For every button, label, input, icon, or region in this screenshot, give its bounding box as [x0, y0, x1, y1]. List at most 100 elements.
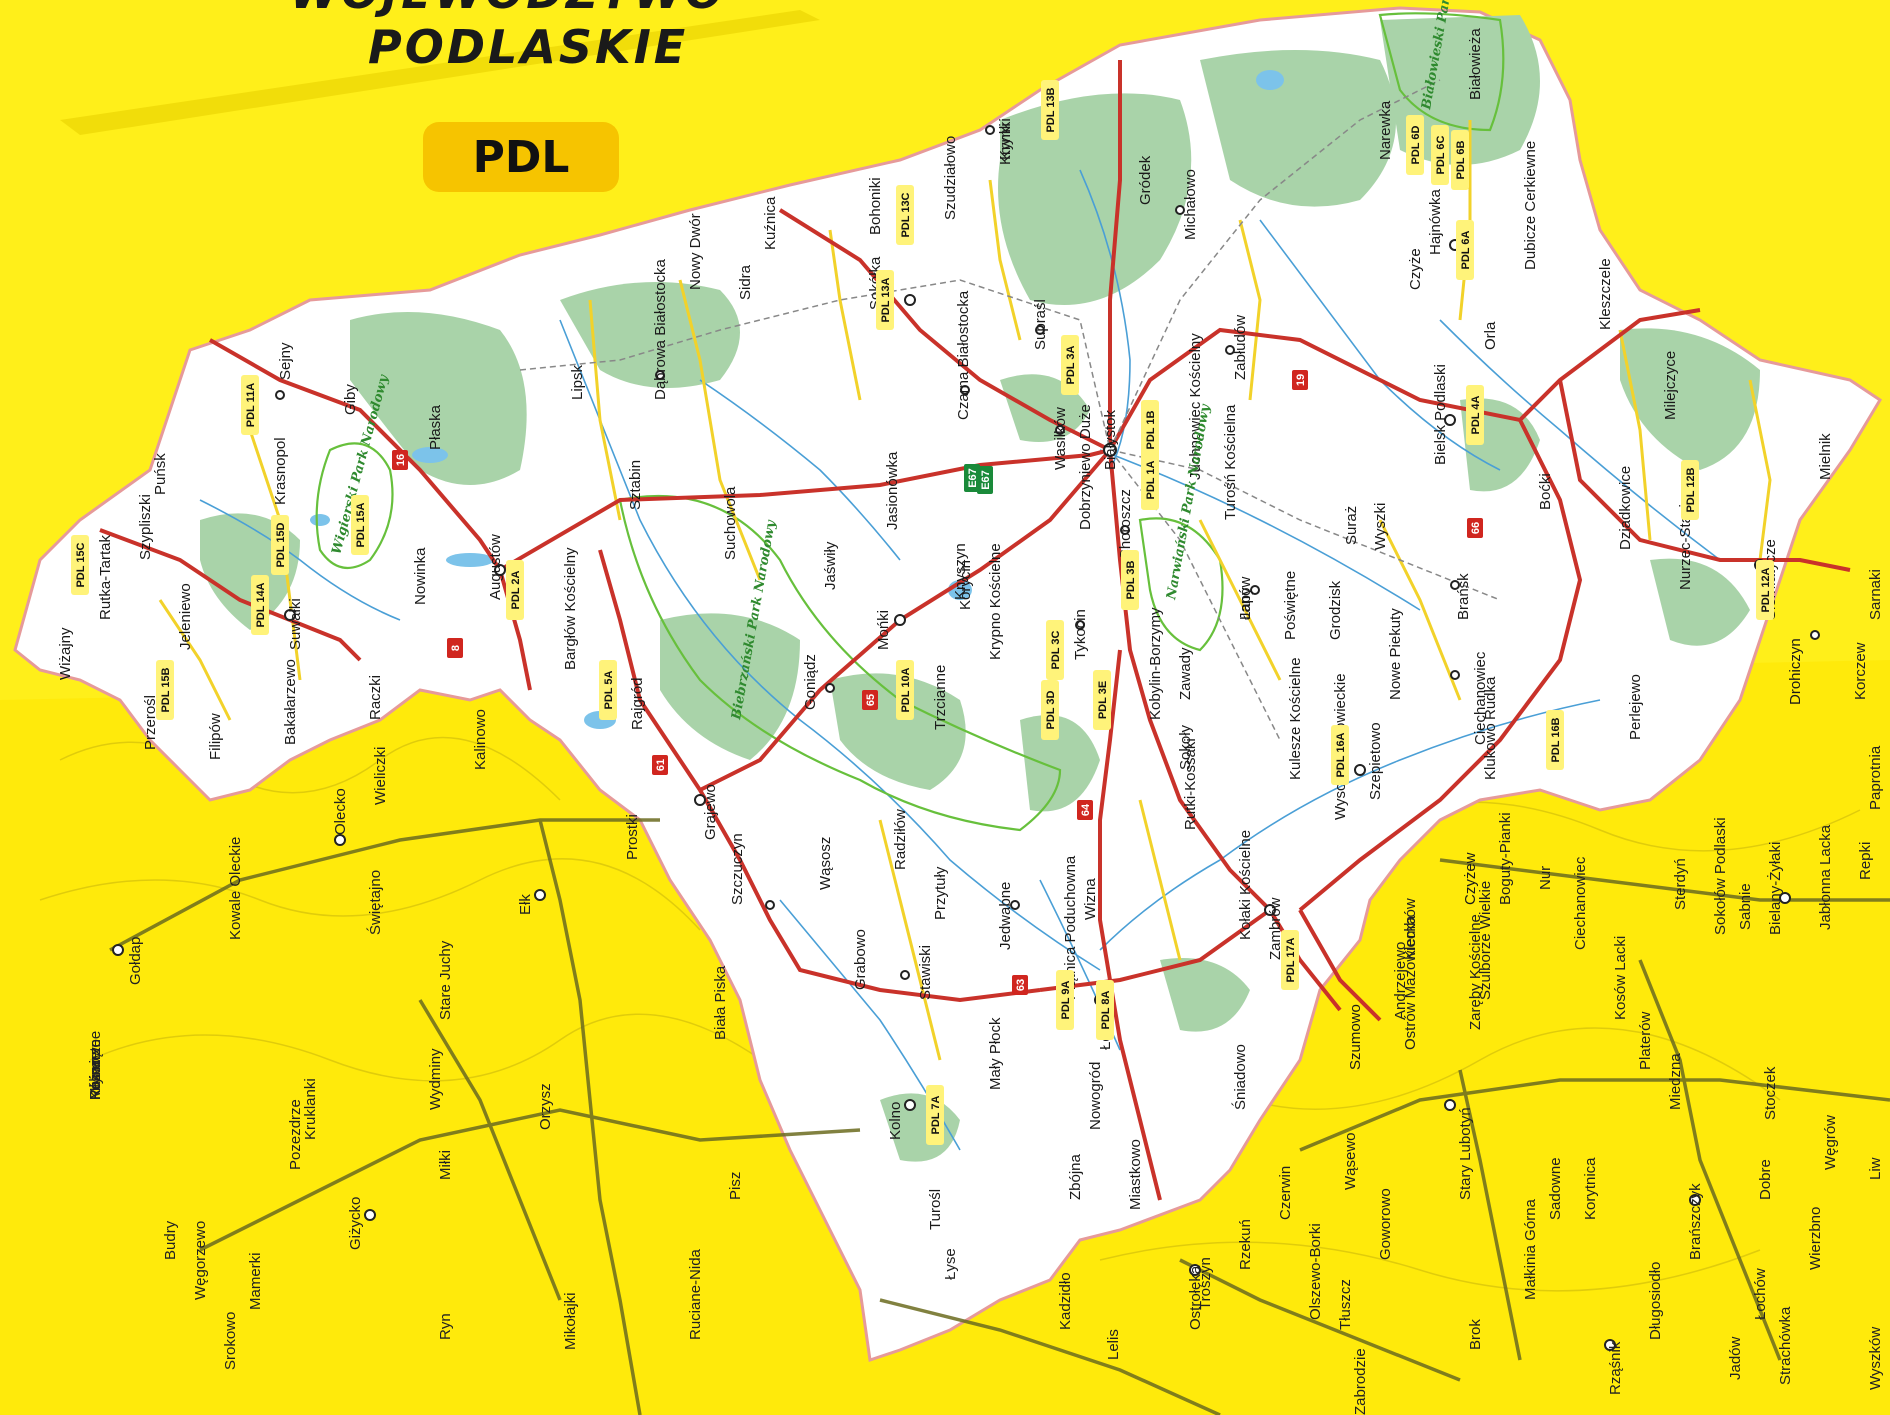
city-labels: BiałystokSuwałkiAugustówŁomżaZambrówHajn…: [57, 28, 1834, 1230]
city-label: Białowieża: [1467, 28, 1484, 100]
city-label: Klukowo: [1482, 723, 1499, 780]
section-badge-label: PDL 10A: [900, 667, 912, 712]
city-label: Szudziałowo: [942, 136, 959, 220]
section-badge-label: PDL 1A: [1145, 460, 1157, 499]
outside-place-label: Dobre: [1757, 1159, 1774, 1200]
route-shield: 16: [392, 450, 408, 470]
city-label: Nowe Piekuty: [1387, 608, 1404, 700]
city-label: Michałowo: [1182, 169, 1199, 240]
section-badge: PDL 12A: [1756, 560, 1774, 620]
city-label: Drohiczyn: [1787, 638, 1804, 705]
outside-place-label: Biała Piska: [712, 965, 729, 1040]
city-label: Kołaki Kościelne: [1237, 830, 1254, 940]
outside-place-label: Nur: [1537, 866, 1554, 890]
route-shield: 65: [862, 690, 878, 710]
heading-voivodeship: WOJEWÓDZTWO: [290, 0, 726, 19]
city-label: Szczuczyn: [729, 833, 746, 905]
route-shield-bg: [1012, 975, 1028, 995]
outside-place-label: Pisz: [727, 1172, 744, 1200]
city-label: Hajnówka: [1427, 188, 1444, 255]
route-shield-bg: [1077, 800, 1093, 820]
outside-place-label: Stoczek: [1762, 1066, 1779, 1120]
outside-place-label: Sarnaki: [1867, 569, 1884, 620]
city-label: Szepietowo: [1367, 722, 1384, 800]
section-badge-label: PDL 16B: [1550, 717, 1562, 762]
city-label: Miastkowo: [1127, 1139, 1144, 1210]
section-badge-bg: [1121, 550, 1139, 610]
outside-place-label: Ruciane-Nida: [687, 1248, 704, 1340]
city-label: Narewka: [1377, 100, 1394, 160]
city-label: Poświętne: [1282, 571, 1299, 640]
outside-place-label: Małkinia Górna: [1522, 1198, 1539, 1300]
city-label: Gródek: [1137, 155, 1154, 205]
city-label: Dobrzyniewo Duże: [1077, 404, 1094, 530]
route-shield: 8: [447, 638, 463, 658]
section-badge: PDL 10A: [896, 660, 914, 720]
city-label: Krynki: [997, 118, 1014, 160]
outside-place-label: Poświętne: [87, 1031, 104, 1100]
city-label: Kleszczele: [1597, 258, 1614, 330]
city-label: Przerośl: [142, 695, 159, 750]
city-label: Wiżajny: [57, 627, 74, 680]
city-label: Jeleniewo: [177, 583, 194, 650]
section-badge-label: PDL 6B: [1455, 140, 1467, 179]
outside-place-label: Prostki: [624, 814, 641, 860]
section-badge-bg: [156, 660, 174, 720]
section-badge: PDL 13C: [896, 185, 914, 245]
section-badge-label: PDL 9A: [1060, 980, 1072, 1019]
park-borders: [315, 12, 1505, 832]
city-label: Zabłudów: [1232, 315, 1249, 380]
route-shield: E67: [977, 466, 993, 494]
city-label: Grajewo: [702, 784, 719, 840]
city-label: Milejczyce: [1662, 351, 1679, 420]
city-label: Puńsk: [152, 453, 169, 495]
section-badge-bg: [1096, 980, 1114, 1040]
city-label: Trzcianne: [932, 665, 949, 730]
city-label: Sidra: [737, 264, 754, 300]
section-badge: PDL 6B: [1451, 130, 1469, 190]
outside-place-label: Różan: [87, 1057, 104, 1100]
section-badge: PDL 15A: [351, 495, 369, 555]
outside-place-label: Korytnica: [1582, 1157, 1599, 1220]
section-badge: PDL 15C: [71, 535, 89, 595]
city-label: Krasnopol: [272, 437, 289, 505]
section-badge-label: PDL 8A: [1100, 990, 1112, 1029]
section-badge-bg: [1331, 725, 1349, 785]
route-shield-bg: [1292, 370, 1308, 390]
section-badge-label: PDL 3E: [1097, 681, 1109, 719]
section-badge-label: PDL 6C: [1435, 135, 1447, 174]
section-badge-bg: [1756, 560, 1774, 620]
city-label: Sejny: [277, 342, 294, 380]
city-label: Supraśl: [1032, 299, 1049, 350]
section-badge: PDL 4A: [1466, 385, 1484, 445]
outside-place-label: Sabnie: [1737, 883, 1754, 930]
city-label: Kobylin-Borzymy: [1147, 607, 1164, 720]
outside-place-label: Węgrów: [1822, 1115, 1839, 1170]
section-badge-bg: [1041, 680, 1059, 740]
city-label: Turośń Kościelna: [1222, 404, 1239, 520]
forests: [200, 15, 1760, 1162]
city-label: Rajgród: [629, 677, 646, 730]
section-badge-label: PDL 12B: [1685, 467, 1697, 512]
outside-place-label: Młynarze: [87, 1039, 104, 1100]
city-label: Wizna: [1082, 878, 1099, 920]
city-label: Lipsk: [569, 364, 586, 400]
section-badge-bg: [1681, 460, 1699, 520]
city-label: Suwałki: [287, 598, 304, 650]
city-label: Kolno: [887, 1102, 904, 1140]
outside-place-label: Wydminy: [427, 1048, 444, 1110]
section-badge-label: PDL 15D: [275, 522, 287, 567]
section-badge-label: PDL 3C: [1050, 630, 1062, 669]
outside-place-label: Brańszczyk: [1687, 1183, 1704, 1260]
city-label: Knyszyn: [952, 543, 969, 600]
section-badge-bg: [1281, 930, 1299, 990]
route-shield-label: E67: [967, 468, 979, 488]
outside-place-label: Ostrołęka: [1187, 1265, 1204, 1330]
outside-place-label: Pozezdrze: [287, 1099, 304, 1170]
section-badge-label: PDL 1B: [1145, 410, 1157, 449]
section-badge-label: PDL 15C: [75, 542, 87, 587]
outside-place-label: Rzekuń: [1237, 1219, 1254, 1270]
route-shield-bg: [652, 755, 668, 775]
city-label: Bakałarzewo: [282, 659, 299, 745]
